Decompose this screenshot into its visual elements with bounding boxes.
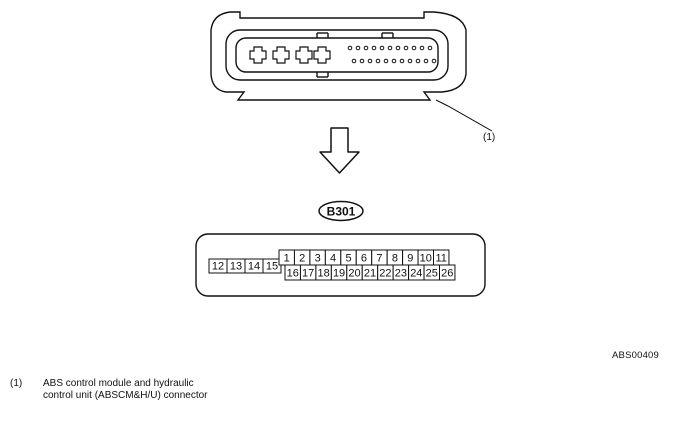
signal-terminal-icon [403, 45, 409, 51]
signal-terminal-icon [347, 45, 353, 51]
callout-leader-line [435, 99, 493, 132]
pin-number: 16 [287, 268, 299, 280]
figure-id: ABS00409 [612, 350, 660, 361]
pin-number: 25 [426, 268, 438, 280]
signal-terminals [347, 45, 437, 64]
legend-number: (1) [10, 378, 23, 389]
connector-inner-frame [225, 29, 449, 81]
pin-number: 10 [420, 253, 432, 265]
pin-number: 21 [364, 268, 376, 280]
pin-number: 14 [248, 261, 260, 273]
legend-text: ABS control module and hydraulic control… [43, 378, 208, 401]
signal-terminal-icon [395, 45, 401, 51]
power-terminal-icon [272, 46, 290, 64]
signal-terminal-icon [399, 58, 405, 64]
signal-terminal-icon [411, 45, 417, 51]
pin-number: 11 [436, 253, 447, 265]
pin-number: 1 [284, 253, 290, 265]
pin-number: 3 [315, 253, 321, 265]
pin-number: 8 [392, 253, 398, 265]
power-terminal-icon [313, 46, 331, 64]
connector-outer-housing [210, 11, 467, 101]
signal-terminal-icon [363, 45, 369, 51]
pin-number: 24 [410, 268, 422, 280]
signal-terminal-icon [367, 58, 373, 64]
pin-cell [262, 258, 282, 274]
pin-number: 13 [230, 261, 242, 273]
signal-terminal-icon [423, 58, 429, 64]
signal-terminal-icon [415, 58, 421, 64]
pin-number: 6 [361, 253, 367, 265]
pinout-outer-box [195, 233, 486, 297]
signal-terminal-icon [383, 58, 389, 64]
pin-number: 4 [330, 253, 336, 265]
signal-terminal-icon [407, 58, 413, 64]
pin-number: 12 [212, 261, 224, 273]
signal-terminal-icon [391, 58, 397, 64]
connector-label: B301 [327, 205, 356, 219]
pin-number: 9 [407, 253, 413, 265]
power-terminal-icon [249, 46, 267, 64]
pin-cell [439, 264, 456, 281]
connector-label-ellipse [318, 200, 364, 222]
pin-number: 23 [395, 268, 407, 280]
power-terminal-icon [295, 46, 313, 64]
signal-terminal-icon [375, 58, 381, 64]
power-terminals [249, 46, 331, 64]
signal-terminal-icon [355, 45, 361, 51]
signal-terminal-icon [359, 58, 365, 64]
signal-terminal-icon [379, 45, 385, 51]
signal-terminal-icon [419, 45, 425, 51]
callout-number: (1) [483, 132, 495, 143]
pin-number: 20 [348, 268, 360, 280]
pin-number: 2 [299, 253, 305, 265]
pin-number: 5 [345, 253, 351, 265]
down-arrow-icon [319, 127, 360, 174]
signal-terminal-icon [431, 58, 437, 64]
pin-number: 17 [302, 268, 314, 280]
physical-connector [210, 11, 467, 101]
signal-terminal-icon [387, 45, 393, 51]
signal-terminal-icon [351, 58, 357, 64]
pin-number: 15 [266, 261, 278, 273]
pin-number: 19 [333, 268, 345, 280]
connector-cavity [235, 37, 439, 73]
pin-number: 18 [318, 268, 330, 280]
signal-terminal-icon [427, 45, 433, 51]
signal-terminal-icon [371, 45, 377, 51]
pin-number: 7 [376, 253, 382, 265]
pin-number: 26 [441, 268, 453, 280]
pin-number: 22 [379, 268, 391, 280]
